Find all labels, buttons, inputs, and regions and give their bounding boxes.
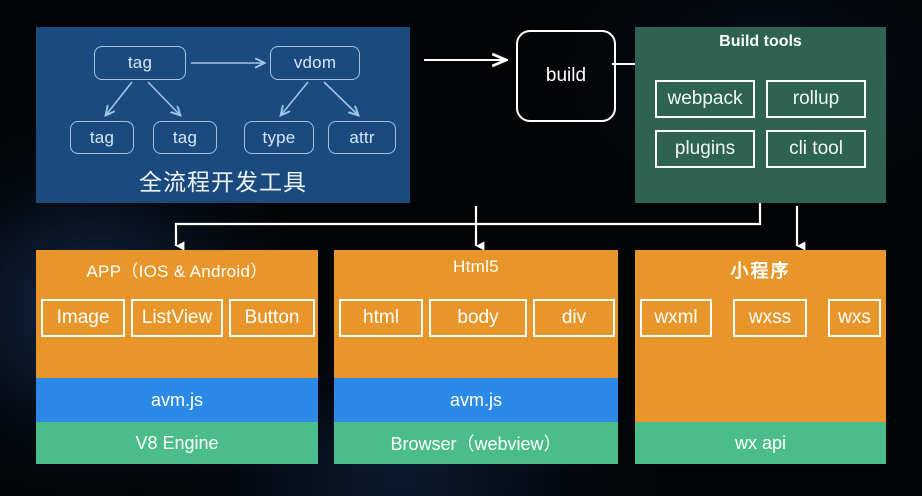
tool-rollup[interactable]: rollup: [766, 80, 866, 118]
tool-webpack[interactable]: webpack: [655, 80, 755, 118]
chip-listview[interactable]: ListView: [131, 299, 223, 337]
build-node[interactable]: build: [516, 30, 616, 122]
platform-html5: Html5 html body div avm.js Browser（webvi…: [334, 250, 618, 464]
vdom-panel-caption: 全流程开发工具: [139, 169, 307, 195]
node-attr[interactable]: attr: [328, 121, 396, 154]
platform-app: APP（IOS & Android） Image ListView Button…: [36, 250, 318, 464]
node-tag-child-2[interactable]: tag: [153, 121, 217, 154]
chip-button[interactable]: Button: [229, 299, 315, 337]
platform-html5-engine: Browser（webview）: [334, 422, 618, 464]
build-tools-title: Build tools: [719, 33, 802, 50]
platform-miniapp-engine: wx api: [635, 422, 886, 464]
chip-div[interactable]: div: [533, 299, 615, 337]
platform-app-top: APP（IOS & Android） Image ListView Button: [36, 250, 318, 378]
platform-html5-title: Html5: [453, 257, 499, 276]
bus-line: [174, 203, 762, 244]
chip-image[interactable]: Image: [41, 299, 125, 337]
chip-body[interactable]: body: [429, 299, 527, 337]
chip-html[interactable]: html: [339, 299, 423, 337]
chip-wxss[interactable]: wxss: [733, 299, 807, 337]
node-tag-root[interactable]: tag: [94, 46, 186, 80]
platform-app-title: APP（IOS & Android）: [86, 262, 268, 281]
chip-wxs[interactable]: wxs: [828, 299, 881, 337]
tool-plugins[interactable]: plugins: [655, 130, 755, 168]
node-vdom[interactable]: vdom: [270, 46, 360, 80]
platform-miniapp: 小程序 wxml wxss wxs wx api: [635, 250, 886, 464]
vdom-edges: [36, 27, 410, 203]
platform-html5-chips: html body div: [334, 299, 618, 337]
node-tag-child-1[interactable]: tag: [70, 121, 134, 154]
platform-miniapp-top: 小程序 wxml wxss wxs: [635, 250, 886, 422]
node-type[interactable]: type: [244, 121, 314, 154]
platform-miniapp-title: 小程序: [730, 261, 791, 281]
build-tools-panel: Build tools webpack rollup plugins cli t…: [635, 27, 886, 203]
platform-html5-top: Html5 html body div: [334, 250, 618, 378]
platform-app-engine: V8 Engine: [36, 422, 318, 464]
platform-app-runtime: avm.js: [36, 378, 318, 422]
platform-html5-runtime: avm.js: [334, 378, 618, 422]
vdom-panel: tag vdom tag tag type attr 全流程开发工具: [36, 27, 410, 203]
platform-app-chips: Image ListView Button: [36, 299, 318, 337]
platform-miniapp-chips: wxml wxss wxs: [635, 299, 886, 337]
chip-wxml[interactable]: wxml: [640, 299, 712, 337]
tool-cli-tool[interactable]: cli tool: [766, 130, 866, 168]
